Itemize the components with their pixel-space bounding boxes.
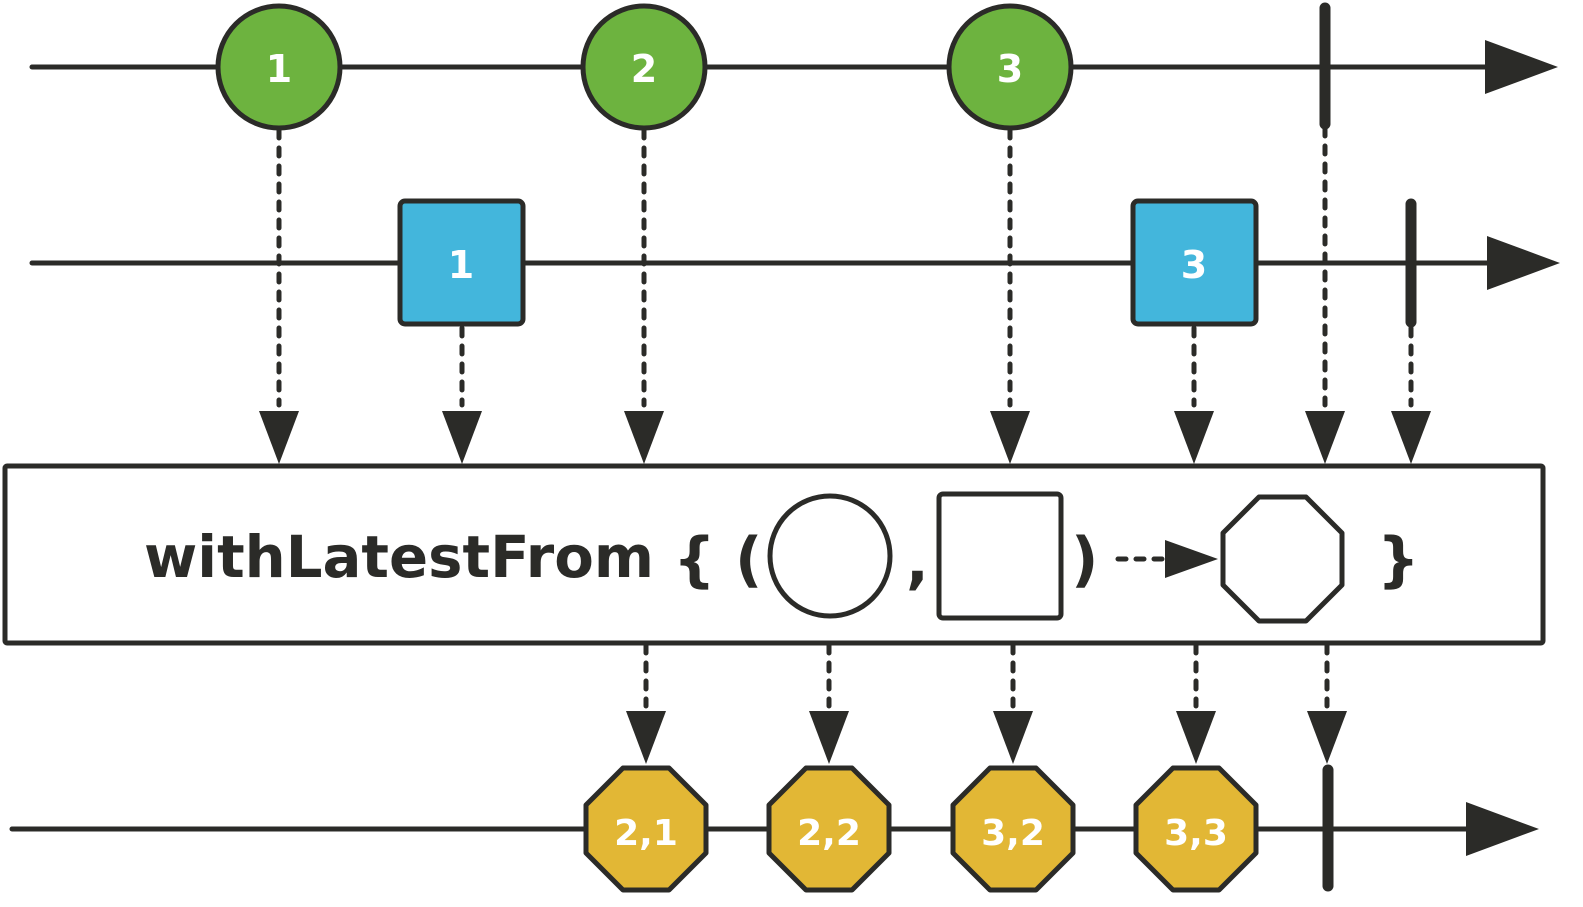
result-arrowhead <box>1466 802 1539 856</box>
operator-open-brace: { <box>673 525 716 595</box>
arrowhead-out-3 <box>993 711 1033 764</box>
source-b-timeline <box>29 236 1560 290</box>
output-arrowheads <box>626 711 1347 764</box>
input-arrowheads <box>259 411 1431 464</box>
source-a-arrowhead <box>1485 40 1558 94</box>
result-marble: 2,1 <box>583 765 709 893</box>
marble-label: 3 <box>1181 243 1207 287</box>
result-marble: 3,2 <box>950 765 1076 893</box>
source-a-marble: 3 <box>946 3 1074 131</box>
source-b-marble: 3 <box>1130 198 1259 327</box>
arrowhead-a2 <box>624 411 664 464</box>
marble-label: 1 <box>266 47 292 91</box>
placeholder-octagon-icon <box>1220 494 1345 624</box>
operator-open-paren: ( <box>735 525 762 595</box>
arrowhead-out-2 <box>809 711 849 764</box>
marble-label: 3,2 <box>981 813 1045 854</box>
mapping-arrowhead <box>1165 540 1218 578</box>
arrowhead-out-1 <box>626 711 666 764</box>
marble-label: 3 <box>997 47 1023 91</box>
source-b-arrowhead <box>1487 236 1560 290</box>
marble-label: 2,2 <box>797 813 861 854</box>
arrowhead-a1 <box>259 411 299 464</box>
source-b-marble: 1 <box>397 198 526 327</box>
marble-label: 1 <box>448 243 474 287</box>
source-a-marble: 2 <box>580 3 708 131</box>
arrowhead-a-complete <box>1305 411 1345 464</box>
operator-close-brace: } <box>1377 525 1420 595</box>
arrowhead-b3 <box>1174 411 1214 464</box>
result-marble: 2,2 <box>766 765 892 893</box>
arrowhead-b-complete <box>1391 411 1431 464</box>
output-arrows <box>643 642 1330 709</box>
source-a-marble: 1 <box>215 3 343 131</box>
operator-comma: , <box>906 527 929 597</box>
arrowhead-out-4 <box>1176 711 1216 764</box>
marble-label: 2,1 <box>614 813 678 854</box>
result-marble: 3,3 <box>1133 765 1259 893</box>
arrowhead-out-complete <box>1307 711 1347 764</box>
input-arrows <box>276 125 1414 408</box>
marble-label: 2 <box>631 47 657 91</box>
arrowhead-a3 <box>990 411 1030 464</box>
operator-box: withLatestFrom { ( , ) } <box>2 463 1546 646</box>
placeholder-circle-icon <box>767 493 893 619</box>
placeholder-square-icon <box>936 491 1064 621</box>
arrowhead-b1 <box>442 411 482 464</box>
operator-close-paren: ) <box>1071 525 1098 595</box>
marble-label: 3,3 <box>1164 813 1228 854</box>
operator-name: withLatestFrom <box>144 523 654 591</box>
